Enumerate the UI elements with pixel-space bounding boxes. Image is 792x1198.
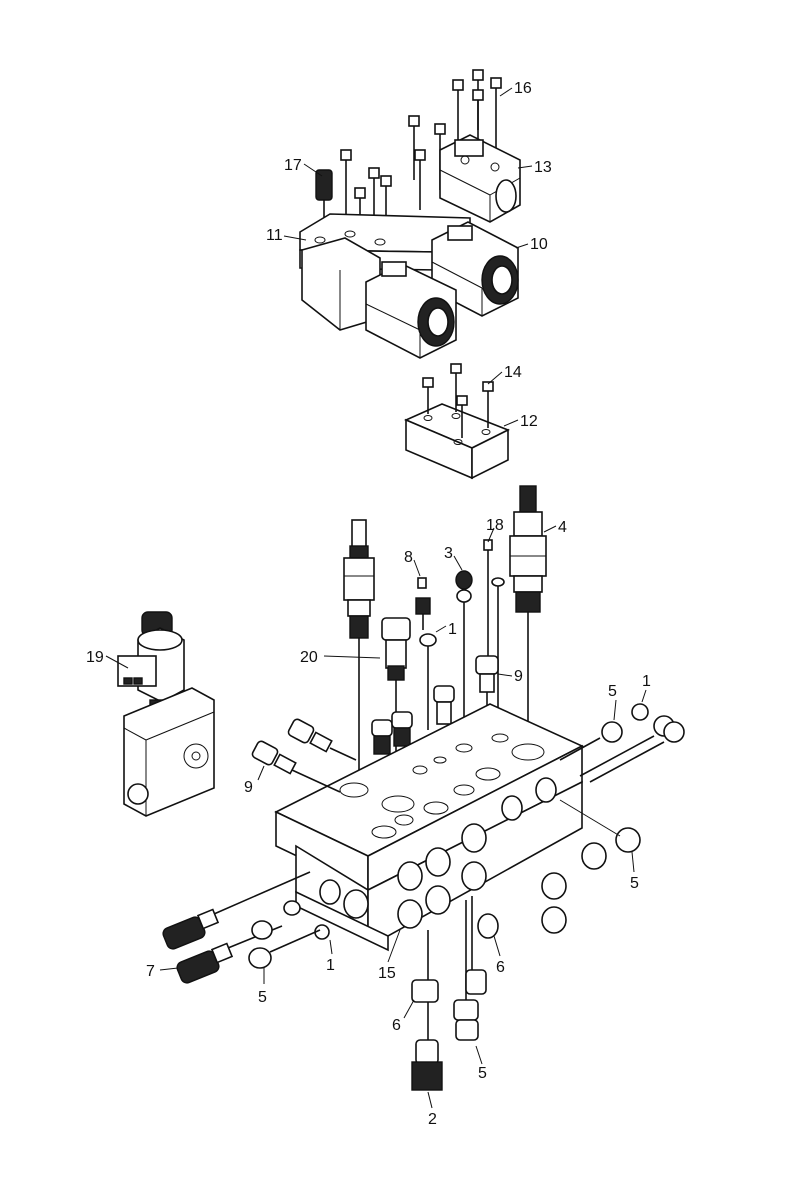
callout-18: 18 bbox=[486, 517, 504, 534]
orifice-1-top bbox=[419, 633, 437, 730]
quick-couplings-7 bbox=[162, 871, 311, 984]
fitting-9-left bbox=[251, 718, 357, 793]
callout-labels: 16 17 13 11 10 14 12 18 4 8 3 1 19 20 9 … bbox=[86, 80, 651, 1128]
callout-10: 10 bbox=[530, 236, 548, 253]
callout-14: 14 bbox=[504, 364, 522, 381]
callout-5-top: 5 bbox=[608, 683, 617, 700]
solenoid-valve-11 bbox=[301, 237, 381, 331]
callout-20: 20 bbox=[300, 649, 318, 666]
callout-4: 4 bbox=[558, 519, 567, 536]
callout-9-left: 9 bbox=[244, 779, 253, 796]
plugs-top-right bbox=[559, 703, 685, 783]
callout-11: 11 bbox=[266, 227, 283, 244]
callout-6-right: 6 bbox=[496, 959, 505, 976]
spacer-plate-12 bbox=[403, 403, 510, 480]
callout-2: 2 bbox=[428, 1111, 437, 1128]
cartridge-valve-left bbox=[343, 519, 375, 770]
callout-5-bottom: 5 bbox=[478, 1065, 487, 1082]
callout-13: 13 bbox=[534, 159, 552, 176]
callout-6-bottom: 6 bbox=[392, 1017, 401, 1034]
solenoid-valve-19 bbox=[117, 611, 215, 817]
check-valve-20 bbox=[381, 617, 411, 780]
solenoid-valve-13 bbox=[439, 134, 521, 223]
callout-15: 15 bbox=[378, 965, 396, 982]
cable-plug-17 bbox=[315, 149, 392, 246]
bottom-fittings bbox=[411, 896, 487, 1091]
fitting-pair-center bbox=[371, 685, 455, 755]
leader-lines bbox=[105, 87, 647, 1109]
plugs-bottom-left bbox=[248, 900, 330, 969]
callout-1-top: 1 bbox=[448, 621, 457, 638]
callout-19: 19 bbox=[86, 649, 104, 666]
callout-16: 16 bbox=[514, 80, 532, 97]
callout-9-right: 9 bbox=[514, 668, 523, 685]
manifold-block-15 bbox=[274, 703, 584, 952]
callout-1-right: 1 bbox=[642, 673, 651, 690]
solenoid-coil-front bbox=[365, 261, 457, 359]
callout-7: 7 bbox=[146, 963, 155, 980]
callout-3: 3 bbox=[444, 545, 453, 562]
callout-17: 17 bbox=[284, 157, 302, 174]
solenoid-valve-assembly-top bbox=[299, 69, 521, 359]
callout-5-left: 5 bbox=[258, 989, 267, 1006]
plugs-right-side bbox=[477, 799, 641, 939]
plug-3 bbox=[455, 570, 473, 730]
callout-5-right: 5 bbox=[630, 875, 639, 892]
cartridge-valve-4 bbox=[509, 485, 547, 750]
callout-1-bottom: 1 bbox=[326, 957, 335, 974]
plate-bolts-14 bbox=[422, 363, 494, 438]
callout-12: 12 bbox=[520, 413, 538, 430]
callout-8: 8 bbox=[404, 549, 413, 566]
plug-8 bbox=[415, 577, 431, 630]
